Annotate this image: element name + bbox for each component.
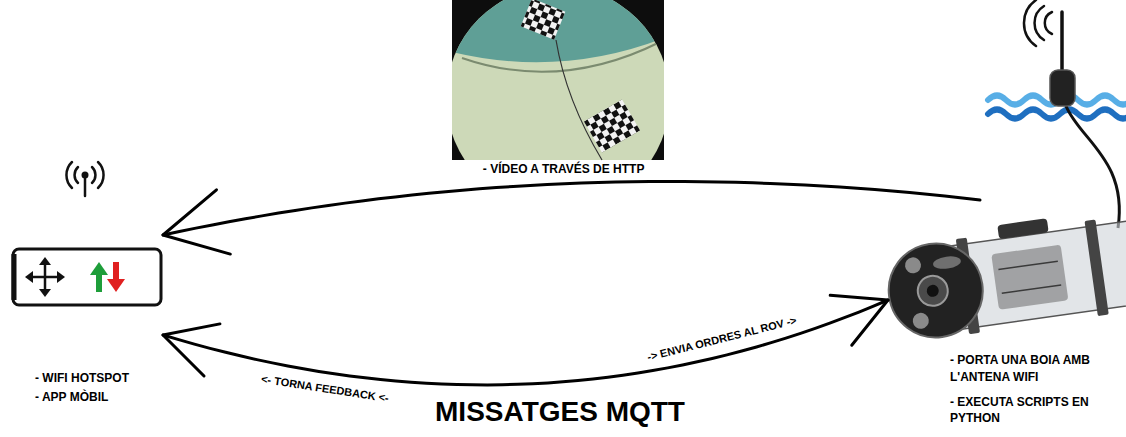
- arrow-line: [163, 181, 980, 235]
- cross-bar: [44, 263, 47, 291]
- cross-heads: [25, 257, 65, 297]
- dome-highlight: [932, 255, 961, 271]
- antenna-pole: [84, 176, 87, 196]
- arrow-head: [163, 324, 220, 376]
- arrow-line: [163, 300, 888, 385]
- antenna-signal: [1024, 0, 1052, 46]
- phone-icon: [13, 249, 161, 305]
- signal-arc: [1024, 0, 1036, 46]
- camera-photo: [452, 0, 664, 160]
- cross-head: [57, 271, 65, 283]
- down-arrow-shaft: [113, 262, 119, 281]
- rov-illustration: [881, 206, 1126, 345]
- buoy: [1050, 70, 1075, 106]
- wifi-antenna: [1060, 12, 1064, 72]
- wave-line: [988, 110, 1126, 119]
- signal-arc: [98, 162, 104, 188]
- checkerboard: [521, 0, 566, 40]
- rov-thruster: [997, 218, 1048, 239]
- up-arrow-shaft: [96, 273, 102, 292]
- move-cross: [31, 263, 59, 291]
- signal-arc: [1045, 12, 1052, 34]
- edge-label: - VÍDEO A TRAVÉS DE HTTP: [480, 161, 648, 177]
- arrow-head: [830, 295, 888, 345]
- rov-camera: [916, 274, 950, 308]
- antenna-dot: [82, 172, 89, 179]
- signal-arc: [66, 162, 72, 188]
- signal-arc: [75, 167, 78, 183]
- rov-flange: [1085, 220, 1109, 317]
- node-text: - WIFI HOTSPOT: [35, 370, 162, 387]
- signal-arc: [92, 167, 95, 183]
- rov-lens: [926, 284, 940, 298]
- checkerboard-ground: [584, 99, 640, 152]
- phone-edge: [12, 254, 17, 300]
- node-text-group: - PORTA UNA BOIA AMB L'ANTENA WIFI - EXEC…: [888, 200, 1120, 427]
- arrow-caption: -> ENVIA ORDRES AL ROV ->: [643, 313, 802, 367]
- arrow-head: [163, 190, 230, 254]
- arrow-caption: <- TORNA FEEDBACK <-: [257, 371, 393, 406]
- device-node: - PORTA UNA BOIA AMB L'ANTENA WIFI - EXEC…: [888, 200, 1120, 430]
- cross-head: [25, 271, 33, 283]
- node-text: - APP MÒBIL: [35, 389, 162, 406]
- message-arrow: [163, 295, 888, 385]
- down-arrow-head: [107, 279, 125, 292]
- tether-cable: [556, 40, 602, 160]
- checkerboard: [584, 99, 640, 152]
- up-arrow-head: [90, 262, 108, 275]
- phone-body: [13, 249, 161, 305]
- rov-light: [904, 256, 922, 274]
- checkerboard-squares: [521, 0, 566, 40]
- pool-edge: [462, 42, 660, 72]
- protocol-label: MISSATGES MQTT: [432, 394, 688, 430]
- checkerboard-squares: [584, 99, 640, 152]
- rov-light: [912, 312, 930, 330]
- device-node: - WIFI HOTSPOT - APP MÒBIL: [8, 225, 163, 408]
- buoy-cable: [1066, 106, 1119, 228]
- node-text: - PORTA UNA BOIA AMB L'ANTENA WIFI: [950, 352, 1120, 386]
- rov-electronics: [991, 245, 1068, 310]
- node-text: - EXECUTA SCRIPTS EN PYTHON: [950, 394, 1120, 428]
- cross-head: [39, 257, 51, 265]
- signal-arc: [1035, 6, 1044, 40]
- rov-board: [998, 261, 1057, 269]
- cross-head: [39, 289, 51, 297]
- rov-dome: [883, 237, 989, 343]
- wifi-symbol: [66, 162, 103, 196]
- rov-board: [1002, 285, 1061, 293]
- checkerboard-ground: [521, 0, 566, 40]
- node-text-group: - WIFI HOTSPOT - APP MÒBIL: [8, 225, 162, 406]
- message-arrow: [163, 181, 980, 254]
